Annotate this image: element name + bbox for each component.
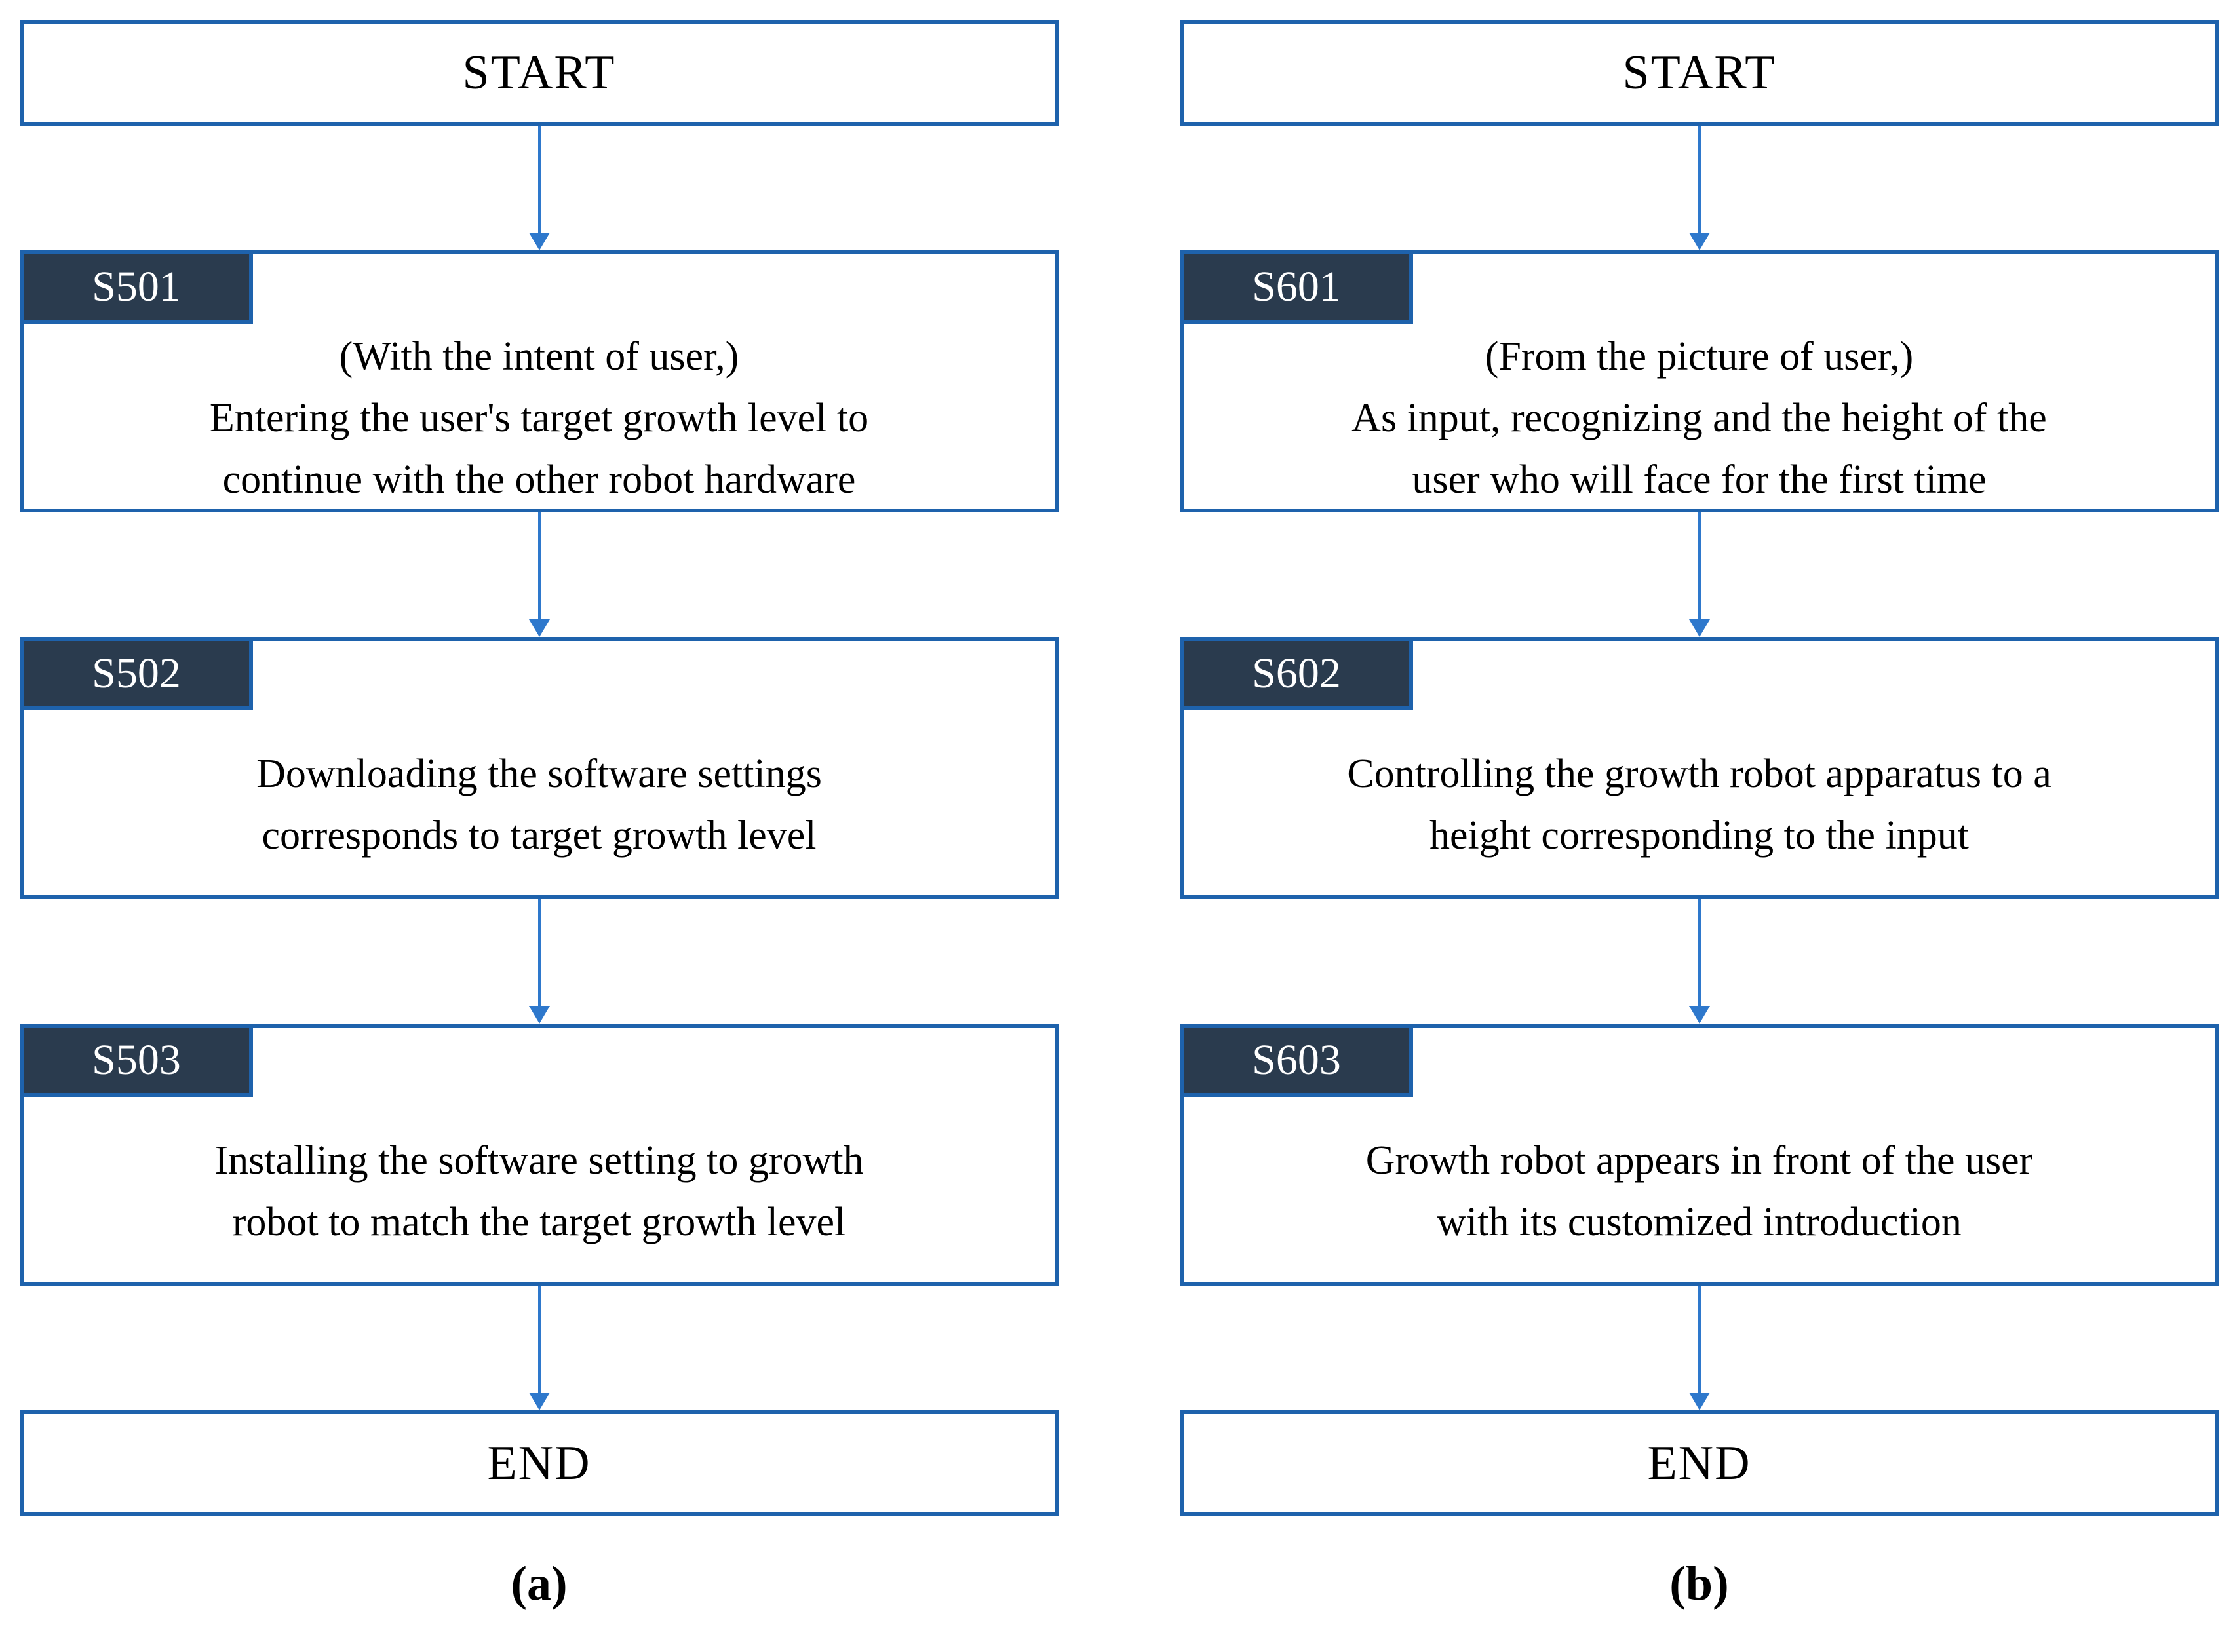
flow-arrow — [20, 899, 1059, 1024]
arrow-down-icon — [528, 233, 550, 250]
flow-arrow — [20, 512, 1059, 637]
arrow-down-icon — [1688, 233, 1710, 250]
arrow-line — [1698, 512, 1701, 624]
arrow-line — [1698, 899, 1701, 1010]
step-text-line: (From the picture of user,) — [1485, 334, 1914, 379]
flow-arrow — [1180, 512, 2219, 637]
step-tag-label: S603 — [1252, 1036, 1341, 1084]
arrow-down-icon — [1688, 619, 1710, 637]
flow-arrow — [1180, 1286, 2219, 1410]
step-text-line: user who will face for the first time — [1412, 457, 1987, 502]
step-tag-s502: S502 — [20, 637, 253, 710]
step-tag-label: S501 — [92, 263, 181, 311]
step-tag-s601: S601 — [1180, 250, 1413, 324]
step-tag-s602: S602 — [1180, 637, 1413, 710]
arrow-line — [1698, 126, 1701, 237]
step-text-line: corresponds to target growth level — [262, 813, 817, 858]
step-tag-s501: S501 — [20, 250, 253, 324]
end-label-b: END — [1647, 1436, 1751, 1490]
step-text-line: robot to match the target growth level — [232, 1200, 846, 1244]
step-text-line: As input, recognizing and the height of … — [1351, 396, 2047, 440]
step-box-s503: S503 Installing the software setting to … — [20, 1024, 1059, 1286]
flow-arrow — [1180, 126, 2219, 250]
flow-arrow — [20, 126, 1059, 250]
arrow-line — [537, 126, 541, 237]
step-tag-s603: S603 — [1180, 1024, 1413, 1097]
step-text-line: Entering the user's target growth level … — [209, 396, 869, 440]
flow-arrow — [1180, 899, 2219, 1024]
step-text-line: Controlling the growth robot apparatus t… — [1347, 752, 2051, 796]
step-text-line: height corresponding to the input — [1429, 813, 1970, 858]
end-label-a: END — [487, 1436, 591, 1490]
figure-caption-a: (a) — [511, 1557, 568, 1611]
step-tag-label: S601 — [1252, 263, 1341, 311]
step-tag-label: S602 — [1252, 649, 1341, 697]
step-box-s502: S502 Downloading the software settings c… — [20, 637, 1059, 899]
start-box-b: START — [1180, 20, 2219, 126]
arrow-line — [537, 1286, 541, 1397]
flowchart-column-a: START S501 (With the intent of user,) En… — [20, 20, 1059, 1652]
caption-area-a: (a) — [20, 1516, 1059, 1652]
arrow-line — [537, 512, 541, 624]
flowchart-column-b: START S601 (From the picture of user,) A… — [1180, 20, 2219, 1652]
step-box-s501: S501 (With the intent of user,) Entering… — [20, 250, 1059, 512]
arrow-line — [1698, 1286, 1701, 1397]
step-text-line: Growth robot appears in front of the use… — [1365, 1138, 2033, 1183]
step-text-line: (With the intent of user,) — [339, 334, 739, 379]
start-label-a: START — [462, 45, 616, 100]
figure-caption-b: (b) — [1669, 1557, 1729, 1611]
step-box-s603: S603 Growth robot appears in front of th… — [1180, 1024, 2219, 1286]
step-text-line: with its customized introduction — [1437, 1200, 1962, 1244]
arrow-down-icon — [1688, 1393, 1710, 1410]
arrow-down-icon — [528, 1006, 550, 1024]
start-label-b: START — [1622, 45, 1776, 100]
start-box-a: START — [20, 20, 1059, 126]
step-text-line: Installing the software setting to growt… — [214, 1138, 864, 1183]
end-box-b: END — [1180, 1410, 2219, 1516]
arrow-line — [537, 899, 541, 1010]
step-tag-label: S503 — [92, 1036, 181, 1084]
step-text-line: Downloading the software settings — [256, 752, 822, 796]
arrow-down-icon — [1688, 1006, 1710, 1024]
end-box-a: END — [20, 1410, 1059, 1516]
step-tag-s503: S503 — [20, 1024, 253, 1097]
step-text-line: continue with the other robot hardware — [222, 457, 856, 502]
caption-area-b: (b) — [1180, 1516, 2219, 1652]
step-tag-label: S502 — [92, 649, 181, 697]
flow-arrow — [20, 1286, 1059, 1410]
step-box-s602: S602 Controlling the growth robot appara… — [1180, 637, 2219, 899]
arrow-down-icon — [528, 1393, 550, 1410]
step-box-s601: S601 (From the picture of user,) As inpu… — [1180, 250, 2219, 512]
arrow-down-icon — [528, 619, 550, 637]
